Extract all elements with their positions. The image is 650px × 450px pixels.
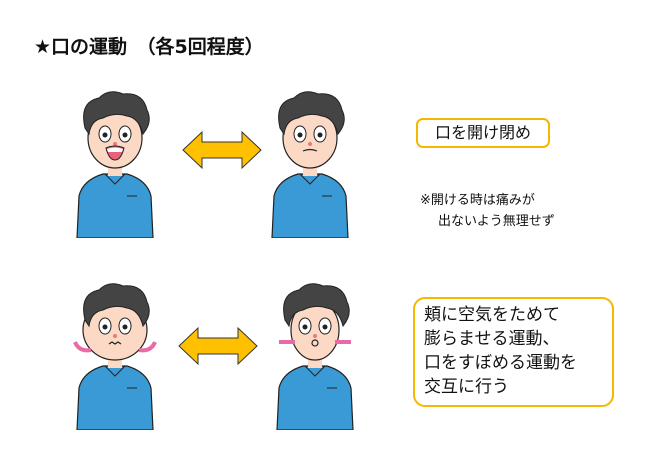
description-line: 交互に行う: [424, 377, 509, 397]
shirt: [276, 365, 354, 430]
shirt: [271, 173, 349, 238]
exercise-label-open-close: 口を開け閉め: [416, 118, 550, 148]
description-line: 膨らませる運動、: [424, 329, 560, 349]
description-line: 口をすぼめる運動を: [424, 353, 577, 373]
note-line: 出ないよう無理せず: [438, 214, 555, 229]
shirt: [76, 365, 154, 430]
figure-cheeks-puffed: [73, 283, 157, 430]
double-arrow-icon: [182, 130, 262, 170]
note-line: ※開ける時は痛みが: [420, 193, 535, 208]
double-arrow-icon: [178, 326, 258, 366]
hair: [283, 283, 350, 328]
figure-mouth-pursed: [276, 283, 354, 430]
caution-note: ※開ける時は痛みが 出ないよう無理せず: [420, 190, 555, 232]
figure-mouth-open: [76, 91, 154, 238]
figure-mouth-closed: [271, 91, 349, 238]
exercise-description-cheeks: 頬に空気をためて 膨らませる運動、 口をすぼめる運動を 交互に行う: [413, 297, 614, 407]
page-title: ★口の運動 （各5回程度）: [34, 36, 264, 58]
hair: [278, 91, 345, 136]
shirt: [76, 173, 154, 238]
hair: [83, 91, 150, 136]
description-line: 頬に空気をためて: [424, 305, 560, 325]
hair: [83, 283, 150, 328]
